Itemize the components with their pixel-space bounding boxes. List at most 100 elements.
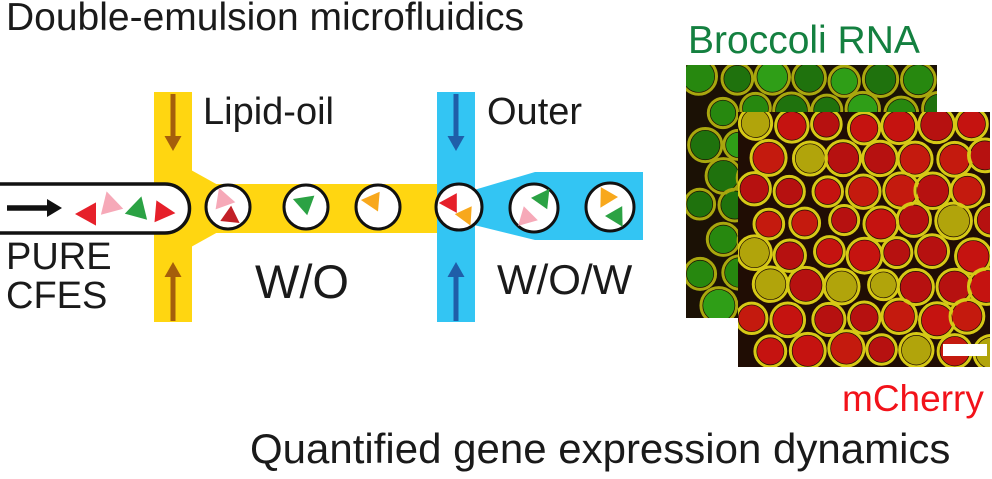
arrow-head [164, 262, 182, 277]
emulsion-droplet [896, 140, 934, 178]
emulsion-droplet [967, 137, 990, 174]
emulsion-droplet [813, 235, 846, 268]
orange-molecule-triangle [600, 187, 618, 208]
emulsion-droplet [865, 333, 898, 366]
emulsion-droplet [954, 112, 989, 142]
arrow-head [47, 199, 62, 217]
oil-junction-bottom-flap [191, 232, 218, 247]
pure-cfes-label: PURE CFES [6, 238, 112, 316]
outer-phase-label: Outer [487, 91, 583, 133]
emulsion-droplet [898, 332, 935, 367]
pink-molecule-triangle [518, 206, 538, 226]
emulsion-droplet [811, 175, 844, 208]
emulsion-droplet [934, 201, 973, 241]
emulsion-droplet [720, 65, 755, 96]
emulsion-droplet [738, 301, 769, 336]
emulsion-droplet [434, 182, 484, 232]
emulsion-droplet [824, 139, 863, 178]
emulsion-droplet [966, 267, 990, 306]
emulsion-droplet [810, 112, 843, 141]
droplet-circle [434, 182, 484, 232]
emulsion-droplet [749, 138, 788, 177]
emulsion-droplet [880, 297, 918, 336]
broccoli-rna-label: Broccoli RNA [688, 19, 920, 62]
outer-flow-arrow-down [447, 94, 465, 151]
lipid-oil-label: Lipid-oil [203, 91, 334, 133]
emulsion-droplet [753, 65, 791, 96]
red-molecule-triangle [438, 193, 457, 213]
emulsion-droplet [738, 171, 772, 207]
emulsion-droplet [828, 204, 861, 237]
emulsion-droplet [706, 96, 740, 130]
water-in-oil-label: W/O [255, 255, 349, 308]
pure-cfes-label-line2: CFES [6, 275, 108, 317]
emulsion-droplet [948, 297, 986, 335]
emulsion-droplet [769, 301, 807, 339]
lipid-oil-flow-arrow-down [164, 94, 182, 151]
emulsion-droplet [791, 65, 827, 96]
figure-caption: Quantified gene expression dynamics [250, 425, 951, 472]
emulsion-droplet [827, 329, 866, 367]
green-molecule-triangle [605, 206, 623, 227]
emulsion-droplet [896, 268, 935, 307]
emulsion-droplet [686, 256, 718, 291]
emulsion-droplet [900, 65, 937, 99]
emulsion-droplet [880, 112, 919, 146]
emulsion-droplet [788, 206, 822, 240]
emulsion-droplet [949, 172, 986, 209]
red-molecule-triangle [75, 202, 96, 226]
emulsion-droplet [699, 286, 739, 318]
emulsion-droplet [895, 201, 932, 238]
pure-cfes-label-line1: PURE [6, 236, 112, 278]
green-molecule-triangle [531, 188, 550, 210]
emulsion-droplet [827, 65, 861, 98]
emulsion-droplet [880, 236, 914, 270]
emulsion-droplet [354, 183, 402, 231]
emulsion-droplet [752, 207, 786, 241]
dark_red-molecule-triangle [220, 205, 240, 223]
emulsion-droplet [846, 112, 882, 146]
droplet-circle [584, 181, 636, 233]
emulsion-droplet [772, 174, 806, 209]
arrow-head [447, 136, 465, 151]
emulsion-droplet [686, 187, 717, 221]
figure-title: Double-emulsion microfluidics [6, 0, 525, 39]
emulsion-droplet [738, 112, 774, 141]
orange-molecule-triangle [360, 191, 380, 212]
inlet-flow-arrow [7, 199, 62, 217]
arrow-head [447, 262, 465, 277]
outer-flow-arrow-up [447, 262, 465, 321]
emulsion-droplet [508, 182, 560, 234]
red-molecule-triangle [154, 200, 176, 223]
emulsion-droplet [738, 234, 773, 272]
emulsion-droplet [204, 183, 252, 231]
emulsion-droplet [788, 331, 827, 367]
emulsion-droplet [847, 300, 882, 335]
emulsion-droplet [584, 181, 636, 233]
water-in-oil-in-water-label: W/O/W [497, 256, 633, 303]
scale-bar [943, 344, 987, 356]
droplet-circle [508, 182, 560, 234]
orange-molecule-triangle [454, 206, 472, 226]
emulsion-droplet [811, 301, 847, 337]
droplet-circle [204, 183, 252, 231]
green-molecule-triangle [124, 196, 148, 220]
pink-molecule-triangle [215, 187, 236, 210]
emulsion-droplet [772, 238, 807, 273]
emulsion-droplet [973, 202, 990, 238]
emulsion-droplet [822, 267, 861, 306]
emulsion-droplet [282, 183, 330, 231]
pink-molecule-triangle [100, 191, 124, 215]
emulsion-droplet [861, 65, 900, 98]
emulsion-droplet [687, 126, 724, 164]
emulsion-droplet [914, 233, 951, 270]
mcherry-label: mCherry [842, 378, 984, 419]
emulsion-droplet [686, 65, 718, 96]
emulsion-droplet [774, 112, 810, 144]
lipid-oil-flow-arrow-up [164, 262, 182, 321]
green-molecule-triangle [292, 195, 315, 216]
emulsion-droplet [845, 173, 882, 210]
emulsion-droplet [753, 334, 788, 367]
